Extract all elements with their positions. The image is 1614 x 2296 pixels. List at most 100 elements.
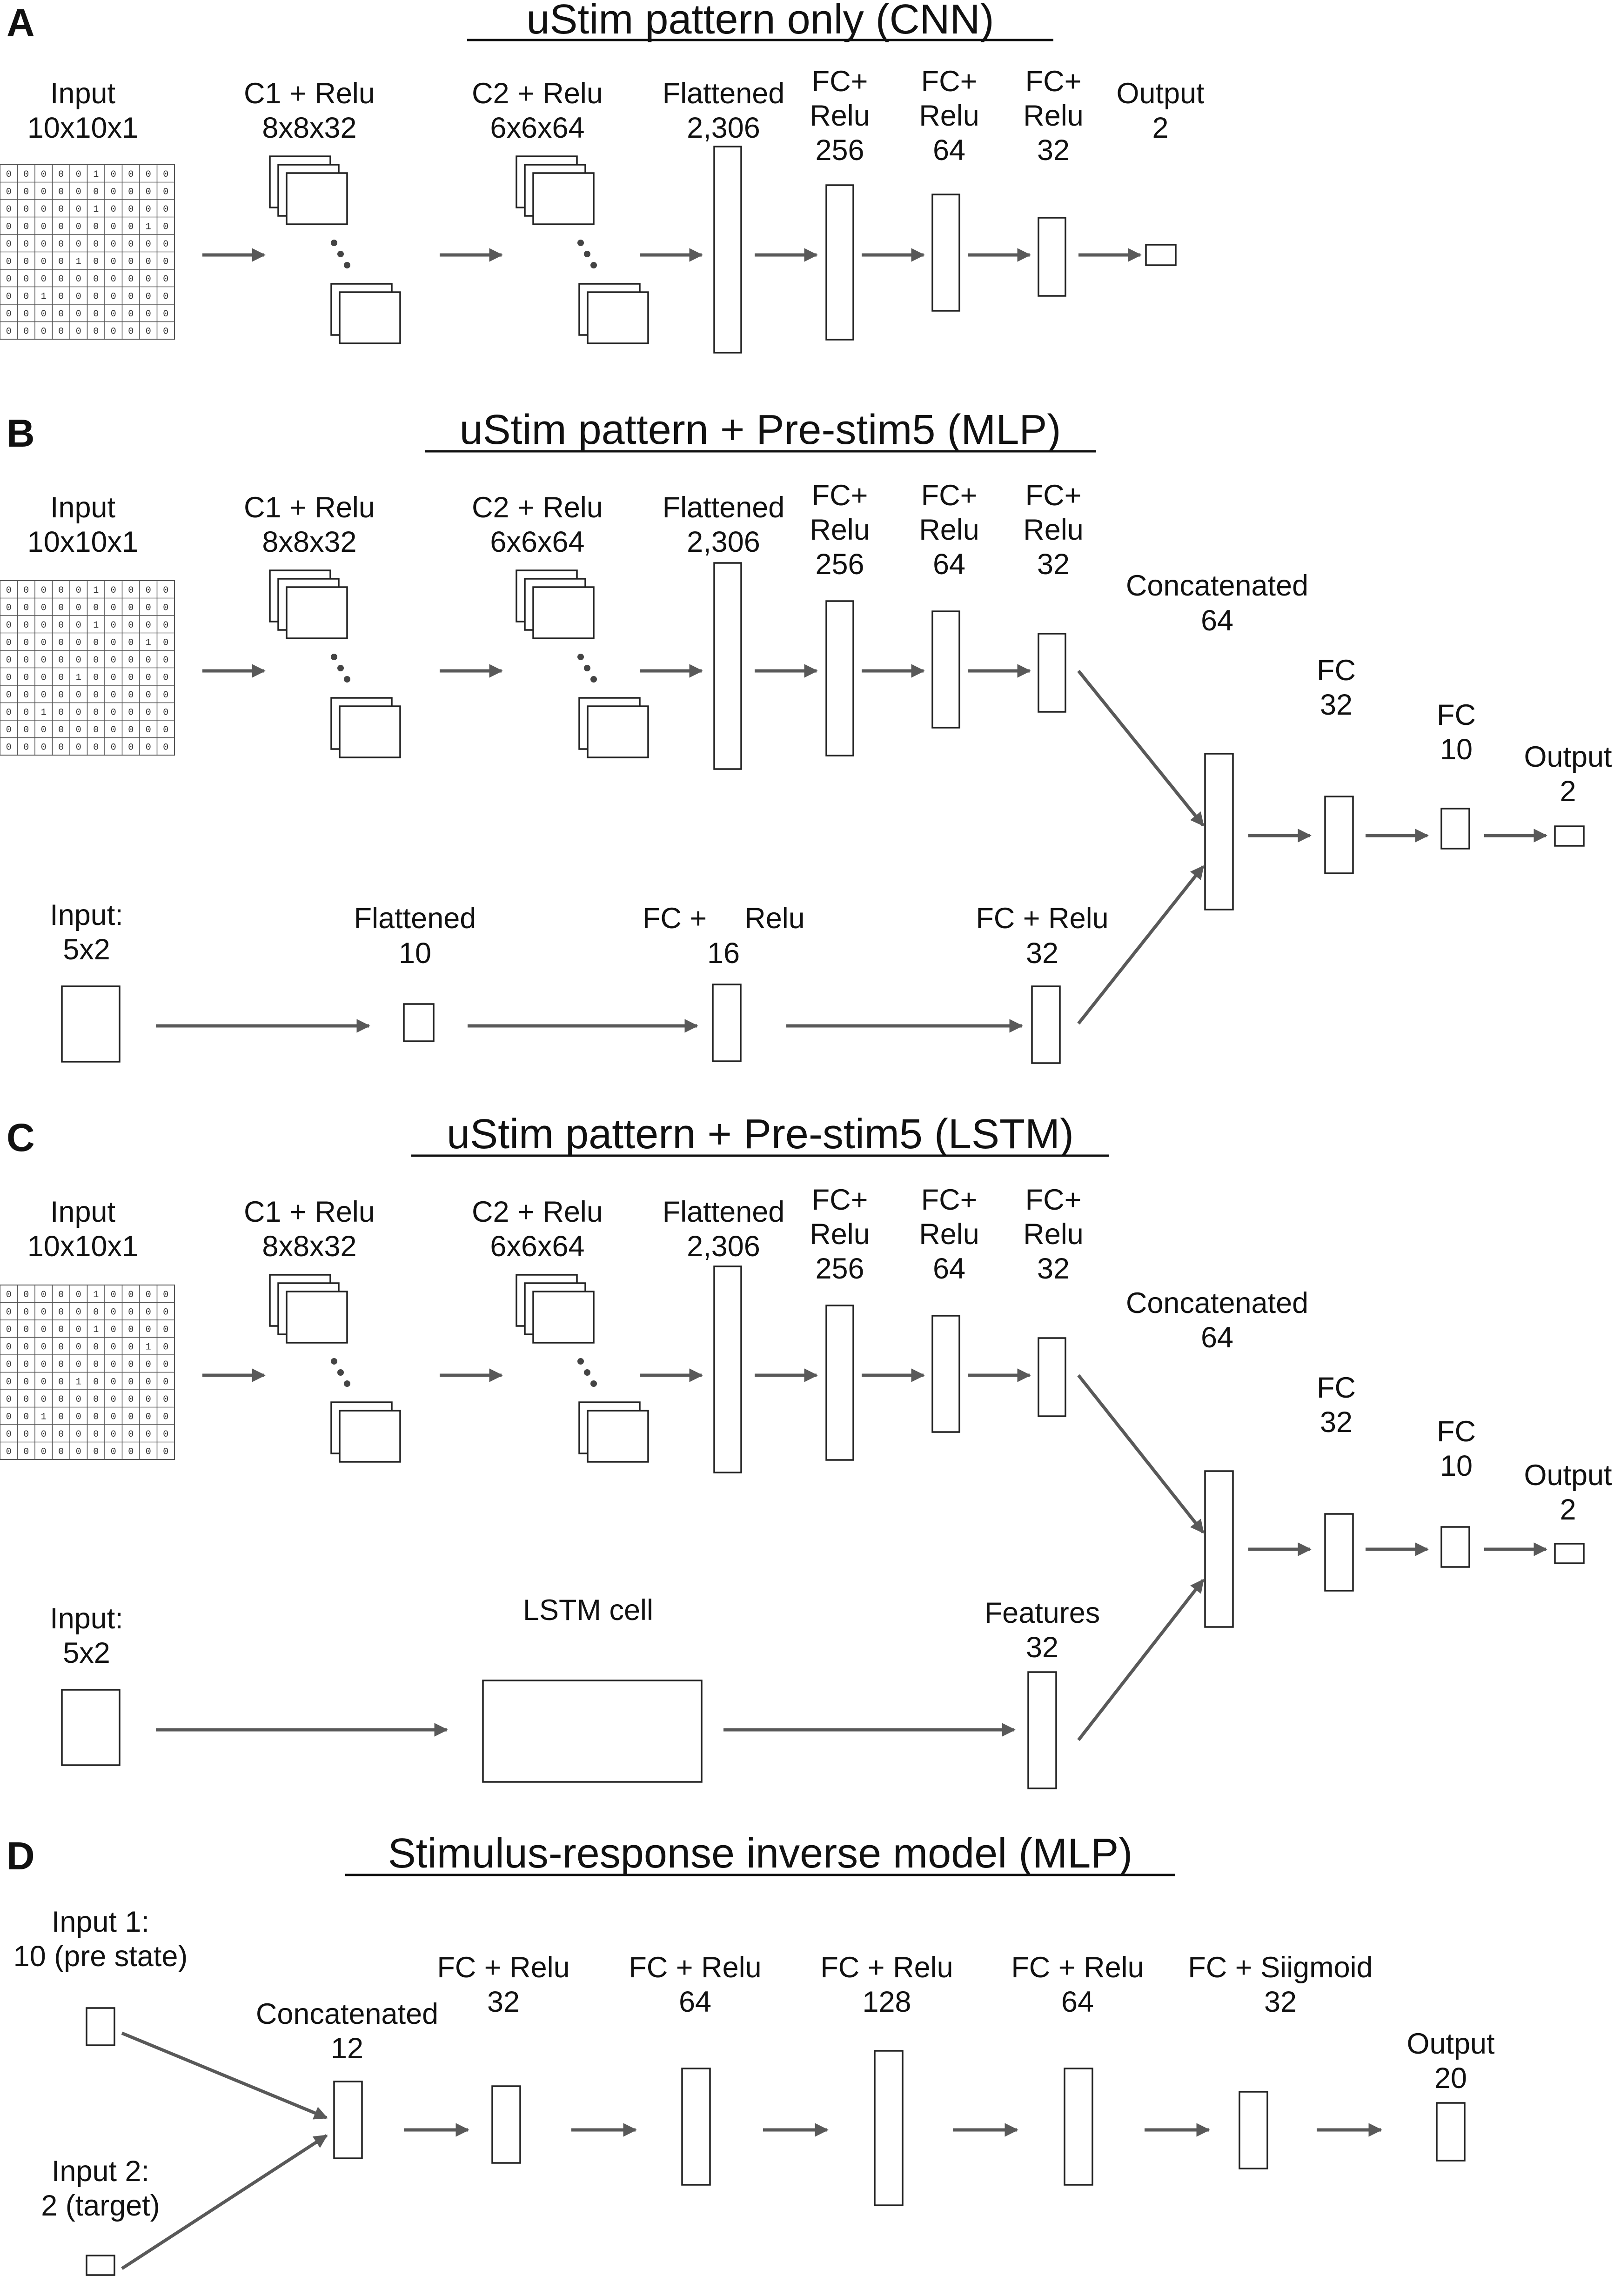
grid-cell-value: 0 bbox=[76, 585, 81, 596]
c-fc-b-layer bbox=[1440, 1526, 1470, 1568]
grid-cell-value: 0 bbox=[93, 1377, 99, 1387]
grid-cell-value: 0 bbox=[23, 1307, 29, 1318]
grid-cell-value: 0 bbox=[23, 655, 29, 666]
a-fc64-l2: Relu bbox=[919, 100, 979, 132]
grid-cell-value: 0 bbox=[146, 620, 151, 631]
c-fc-b-label: FC bbox=[1437, 1415, 1476, 1448]
grid-cell-value: 0 bbox=[23, 187, 29, 197]
grid-cell-value: 0 bbox=[111, 742, 116, 753]
grid-cell-value: 0 bbox=[6, 637, 12, 648]
b-fc-a-label: FC bbox=[1317, 654, 1356, 687]
d-fc64-label: FC + Relu bbox=[629, 1951, 761, 1984]
d-fc128-layer bbox=[874, 2050, 904, 2206]
grid-cell-value: 0 bbox=[163, 1307, 168, 1318]
d-fcsig-label: FC + Siigmoid bbox=[1188, 1951, 1373, 1984]
grid-cell-value: 0 bbox=[58, 169, 64, 180]
c-fc64-l2: Relu bbox=[919, 1218, 979, 1251]
grid-cell-value: 0 bbox=[41, 309, 47, 320]
b-fc256-l1: FC+ bbox=[812, 479, 868, 512]
grid-cell-value: 0 bbox=[6, 204, 12, 215]
grid-cell-value: 0 bbox=[76, 655, 81, 666]
grid-cell-value: 1 bbox=[41, 291, 47, 302]
panel-a-title: uStim pattern only (CNN) bbox=[526, 0, 994, 43]
grid-cell-value: 0 bbox=[93, 742, 99, 753]
grid-cell-value: 0 bbox=[128, 655, 134, 666]
grid-cell-value: 1 bbox=[76, 672, 81, 683]
grid-cell-value: 0 bbox=[58, 1377, 64, 1387]
grid-cell-value: 0 bbox=[6, 690, 12, 701]
grid-cell-value: 0 bbox=[146, 1325, 151, 1335]
d-fc32-label: FC + Relu bbox=[437, 1951, 569, 1984]
c-flatten-layer bbox=[713, 1265, 742, 1473]
b-fc256-layer bbox=[825, 600, 854, 756]
panel-c: C uStim pattern + Pre-stim5 (LSTM) Input… bbox=[0, 1111, 1612, 1789]
panel-b: B uStim pattern + Pre-stim5 (MLP) Input … bbox=[0, 407, 1612, 1064]
d-fc64b-layer bbox=[1064, 2068, 1093, 2186]
c-fc256-size: 256 bbox=[815, 1252, 864, 1285]
grid-cell-value: 0 bbox=[93, 326, 99, 337]
grid-cell-value: 0 bbox=[76, 1394, 81, 1405]
grid-cell-value: 0 bbox=[111, 169, 116, 180]
flow-arrow bbox=[121, 2134, 328, 2270]
c-arrows bbox=[156, 1368, 1547, 1741]
grid-cell-value: 0 bbox=[128, 725, 134, 736]
d-fc32-layer bbox=[491, 2085, 521, 2164]
b-c1-label: C1 + Relu bbox=[244, 491, 375, 524]
grid-cell-value: 1 bbox=[93, 204, 99, 215]
grid-cell-value: 0 bbox=[111, 1446, 116, 1457]
grid-cell-value: 0 bbox=[58, 1325, 64, 1335]
c-fc-a-label: FC bbox=[1317, 1372, 1356, 1404]
grid-cell-value: 0 bbox=[163, 620, 168, 631]
grid-cell-value: 0 bbox=[58, 637, 64, 648]
d-concat-layer bbox=[333, 2081, 363, 2159]
grid-cell-value: 0 bbox=[163, 1377, 168, 1387]
d-output-layer bbox=[1436, 2102, 1466, 2162]
grid-cell-value: 0 bbox=[128, 707, 134, 718]
grid-cell-value: 0 bbox=[6, 1446, 12, 1457]
b-flatten-layer bbox=[713, 562, 742, 770]
grid-cell-value: 0 bbox=[163, 187, 168, 197]
grid-cell-value: 0 bbox=[146, 707, 151, 718]
grid-cell-value: 0 bbox=[146, 291, 151, 302]
grid-cell-value: 0 bbox=[146, 585, 151, 596]
grid-cell-value: 0 bbox=[23, 169, 29, 180]
grid-cell-value: 0 bbox=[93, 672, 99, 683]
grid-cell-value: 0 bbox=[146, 169, 151, 180]
grid-cell-value: 0 bbox=[111, 1377, 116, 1387]
grid-cell-value: 0 bbox=[128, 1429, 134, 1440]
grid-cell-value: 0 bbox=[76, 637, 81, 648]
b-flatten2-layer bbox=[403, 1003, 435, 1042]
c-input2-size: 5x2 bbox=[63, 1637, 110, 1669]
grid-cell-value: 0 bbox=[111, 655, 116, 666]
d-fc128-size: 128 bbox=[862, 1986, 911, 2018]
grid-cell-value: 0 bbox=[163, 602, 168, 613]
grid-cell-value: 0 bbox=[93, 274, 99, 285]
grid-cell-value: 0 bbox=[23, 1446, 29, 1457]
grid-cell-value: 0 bbox=[58, 1342, 64, 1352]
grid-cell-value: 0 bbox=[41, 187, 47, 197]
grid-cell-value: 0 bbox=[41, 239, 47, 250]
grid-cell-value: 0 bbox=[111, 326, 116, 337]
grid-cell-value: 0 bbox=[6, 256, 12, 267]
b-c2-size: 6x6x64 bbox=[490, 526, 584, 558]
b-flatten-size: 2,306 bbox=[687, 526, 760, 558]
grid-cell-value: 0 bbox=[23, 274, 29, 285]
grid-cell-value: 0 bbox=[6, 602, 12, 613]
grid-cell-value: 0 bbox=[6, 620, 12, 631]
c-fc32-l2: Relu bbox=[1023, 1218, 1084, 1251]
c-flatten-size: 2,306 bbox=[687, 1230, 760, 1263]
grid-cell-value: 0 bbox=[93, 707, 99, 718]
grid-cell-value: 0 bbox=[23, 742, 29, 753]
grid-cell-value: 0 bbox=[23, 1412, 29, 1422]
grid-cell-value: 0 bbox=[41, 655, 47, 666]
d-input2-label: Input 2: bbox=[52, 2155, 149, 2188]
grid-cell-value: 0 bbox=[128, 1446, 134, 1457]
grid-cell-value: 0 bbox=[41, 221, 47, 232]
grid-cell-value: 0 bbox=[6, 221, 12, 232]
c-input-label: Input bbox=[50, 1196, 116, 1228]
panel-b-letter: B bbox=[7, 411, 35, 455]
grid-cell-value: 0 bbox=[128, 1377, 134, 1387]
a-c1-feature-maps bbox=[269, 155, 401, 344]
grid-cell-value: 0 bbox=[146, 1377, 151, 1387]
a-input-size: 10x10x1 bbox=[27, 112, 138, 144]
